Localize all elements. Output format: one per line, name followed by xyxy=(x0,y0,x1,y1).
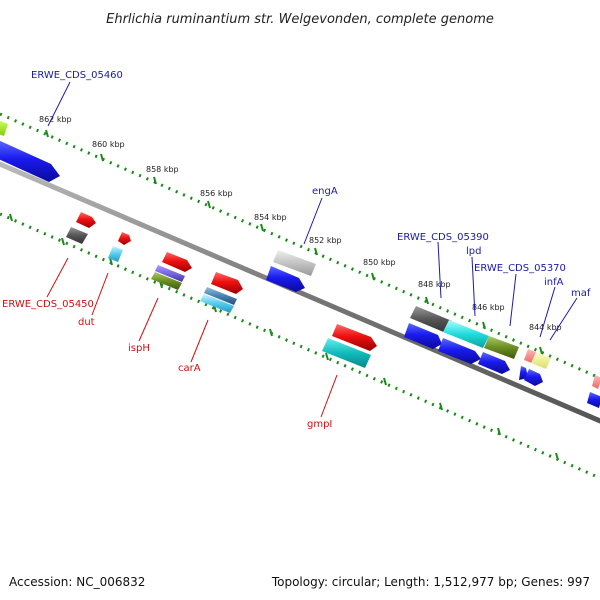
tick-label: 856 kbp xyxy=(200,189,233,198)
gene-label-forward[interactable]: maf xyxy=(571,288,591,299)
gene-block-gmpI[interactable] xyxy=(322,338,371,368)
tick-label: 844 kbp xyxy=(529,323,562,332)
tick-label: 852 kbp xyxy=(309,236,342,245)
gene-arrow-blue[interactable] xyxy=(438,338,481,364)
gene-block-infA[interactable] xyxy=(531,352,551,369)
gene-label-forward[interactable]: lpd xyxy=(466,246,481,257)
gene-arrow-red[interactable] xyxy=(332,324,377,351)
gene-label-forward[interactable]: infA xyxy=(544,277,564,288)
gene-block-purple[interactable] xyxy=(155,265,185,282)
gene-block-carA[interactable] xyxy=(200,294,234,313)
gene-arrow-blue[interactable] xyxy=(404,323,442,349)
tick-label: 850 kbp xyxy=(363,258,396,267)
gene-arrow-blue[interactable] xyxy=(0,140,60,182)
gene-block-pink[interactable] xyxy=(592,375,600,389)
outer-tick-track xyxy=(0,112,600,380)
gene-block-steel[interactable] xyxy=(204,287,237,305)
gene-arrow-blue[interactable] xyxy=(524,369,543,386)
gene-arrow-red[interactable] xyxy=(211,272,243,294)
gene-block-olive[interactable] xyxy=(484,336,519,359)
gene-label-reverse[interactable]: ispH xyxy=(128,343,150,354)
gene-block-ispH[interactable] xyxy=(151,272,182,290)
major-ticks-outer xyxy=(45,129,543,355)
gene-arrow-red[interactable] xyxy=(162,252,192,272)
gene-block-gray[interactable] xyxy=(66,227,88,244)
tick-label: 854 kbp xyxy=(254,213,287,222)
gene-arrow-red[interactable] xyxy=(118,232,131,245)
genome-backbone xyxy=(0,161,600,424)
gene-arrow-blue[interactable] xyxy=(587,392,600,408)
forward-strand-genes xyxy=(0,120,600,408)
tick-label: 858 kbp xyxy=(146,165,179,174)
map-title: Ehrlichia ruminantium str. Welgevonden, … xyxy=(106,12,494,27)
gene-block-lpd[interactable] xyxy=(443,320,489,348)
gene-arrow-blue[interactable] xyxy=(478,352,510,374)
label-leaders xyxy=(46,81,578,418)
gene-label-reverse[interactable]: gmpI xyxy=(307,419,332,430)
gene-label-forward[interactable]: ERWE_CDS_05460 xyxy=(31,70,123,81)
gene-block-engA[interactable] xyxy=(273,250,316,276)
tick-label: 846 kbp xyxy=(472,303,505,312)
gene-label-reverse[interactable]: carA xyxy=(178,363,201,374)
scale-tick-labels: 862 kbp 860 kbp 858 kbp 856 kbp 854 kbp … xyxy=(39,115,562,332)
gene-arrow-red[interactable] xyxy=(76,212,96,228)
tick-label: 860 kbp xyxy=(92,140,125,149)
gene-label-forward[interactable]: ERWE_CDS_05370 xyxy=(474,263,566,274)
gene-label-reverse[interactable]: dut xyxy=(78,317,95,328)
reverse-gene-labels: ERWE_CDS_05450 dut ispH carA gmpI xyxy=(2,299,332,430)
genome-summary-text: Topology: circular; Length: 1,512,977 bp… xyxy=(271,575,590,589)
tick-label: 862 kbp xyxy=(39,115,72,124)
gene-label-forward[interactable]: ERWE_CDS_05390 xyxy=(397,232,489,243)
forward-gene-labels: ERWE_CDS_05460 engA ERWE_CDS_05390 lpd E… xyxy=(31,70,591,299)
gene-label-forward[interactable]: engA xyxy=(312,186,338,197)
gene-block-lime[interactable] xyxy=(0,120,8,136)
accession-text: Accession: NC_006832 xyxy=(9,575,145,589)
gene-label-reverse[interactable]: ERWE_CDS_05450 xyxy=(2,299,94,310)
tick-label: 848 kbp xyxy=(418,280,451,289)
reverse-strand-genes xyxy=(66,212,377,368)
gene-block-dut[interactable] xyxy=(108,246,123,262)
major-ticks-inner xyxy=(9,213,559,461)
gene-block-gray[interactable] xyxy=(410,306,452,333)
gene-arrow-blue[interactable] xyxy=(266,266,305,292)
